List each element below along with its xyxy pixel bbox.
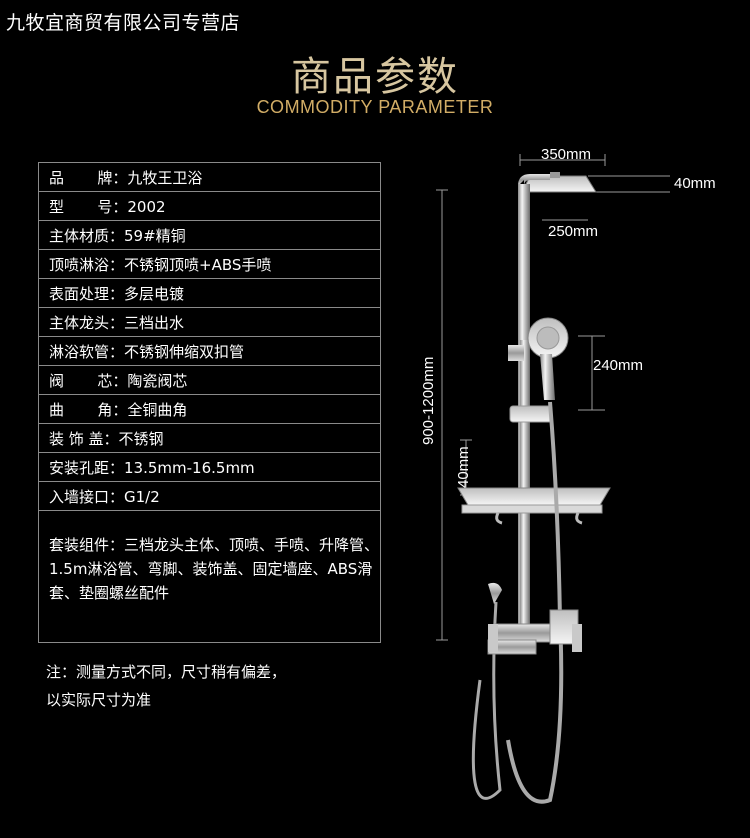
param-cell: 淋浴软管：不锈钢伸缩双扣管: [38, 336, 381, 366]
param-value: 全铜曲角: [127, 400, 188, 419]
param-cell: 型 号：2002: [38, 191, 381, 221]
param-cell: 曲 角：全铜曲角: [38, 394, 381, 424]
dim-total-height: 900-1200mm: [420, 356, 437, 445]
param-cell: 主体龙头：三档出水: [38, 307, 381, 337]
param-label: 装 饰 盖：: [49, 429, 119, 448]
hand-shower: [527, 317, 569, 400]
param-label: 品 牌：: [49, 168, 128, 187]
dim-head-thickness: 40mm: [674, 175, 716, 192]
dim-shelf-height: 40mm: [455, 446, 472, 488]
param-value: 59#精铜: [124, 226, 186, 245]
dim-handheld-height: 240mm: [593, 357, 644, 374]
param-cell: 顶喷淋浴：不锈钢顶喷+ABS手喷: [38, 249, 381, 279]
store-name: 九牧宜商贸有限公司专营店: [6, 12, 241, 34]
param-value: 13.5mm-16.5mm: [124, 458, 255, 477]
param-cell: 品 牌：九牧王卫浴: [38, 162, 381, 192]
param-label: 入墙接口：: [49, 487, 125, 506]
param-value: 不锈钢: [118, 429, 164, 448]
mixer-valve: [487, 609, 582, 655]
param-value: 陶瓷阀芯: [127, 371, 188, 390]
param-row: 淋浴软管：不锈钢伸缩双扣管: [38, 336, 381, 366]
kit-row: 套装组件：三档龙头主体、顶喷、手喷、升降管、1.5m淋浴管、弯脚、装饰盖、固定墙…: [38, 510, 381, 643]
param-label: 主体龙头：: [49, 313, 125, 332]
shelf: [457, 487, 611, 525]
param-row: 型 号：2002: [38, 191, 381, 221]
param-label: 安装孔距：: [49, 458, 125, 477]
bidet-spray: [471, 582, 502, 800]
note-line-2: 以实际尺寸为准: [46, 691, 152, 709]
dim-head-width: 250mm: [548, 223, 599, 240]
param-cell: 主体材质：59#精铜: [38, 220, 381, 250]
param-cell: 阀 芯：陶瓷阀芯: [38, 365, 381, 395]
note-line-1: 注：测量方式不同，尺寸稍有偏差，: [46, 663, 287, 681]
param-row: 顶喷淋浴：不锈钢顶喷+ABS手喷: [38, 249, 381, 279]
param-label: 淋浴软管：: [49, 342, 125, 361]
param-row: 表面处理：多层电镀: [38, 278, 381, 308]
param-value: 不锈钢伸缩双扣管: [124, 342, 245, 361]
param-label: 表面处理：: [49, 284, 125, 303]
page-title: 商品参数: [291, 54, 459, 100]
param-label: 阀 芯：: [49, 371, 128, 390]
page-subtitle: COMMODITY PARAMETER: [256, 97, 494, 117]
param-value: 多层电镀: [124, 284, 185, 303]
dimension-lines: [436, 154, 670, 641]
param-value: G1/2: [124, 487, 160, 506]
param-cell: 表面处理：多层电镀: [38, 278, 381, 308]
dim-top-width: 350mm: [541, 146, 592, 163]
param-value: 2002: [127, 197, 166, 216]
param-cell: 入墙接口：G1/2: [38, 481, 381, 511]
param-label: 顶喷淋浴：: [49, 255, 125, 274]
hose: [506, 401, 564, 804]
param-cell: 安装孔距：13.5mm-16.5mm: [38, 452, 381, 482]
param-value: 九牧王卫浴: [127, 168, 203, 187]
param-row: 主体龙头：三档出水: [38, 307, 381, 337]
param-row: 品 牌：九牧王卫浴: [38, 162, 381, 192]
param-label: 型 号：: [49, 197, 128, 216]
param-value: 不锈钢顶喷+ABS手喷: [124, 255, 272, 274]
param-row: 主体材质：59#精铜: [38, 220, 381, 250]
shower-set-illustration: [436, 154, 670, 804]
param-row: 装 饰 盖：不锈钢: [38, 423, 381, 453]
param-row: 入墙接口：G1/2: [38, 481, 381, 511]
kit-text: 套装组件：三档龙头主体、顶喷、手喷、升降管、1.5m淋浴管、弯脚、装饰盖、固定墙…: [38, 510, 381, 643]
note: 注：测量方式不同，尺寸稍有偏差， 以实际尺寸为准: [46, 658, 286, 714]
param-cell: 装 饰 盖：不锈钢: [38, 423, 381, 453]
param-value: 三档出水: [124, 313, 185, 332]
param-row: 阀 芯：陶瓷阀芯: [38, 365, 381, 395]
param-label: 曲 角：: [49, 400, 128, 419]
param-row: 安装孔距：13.5mm-16.5mm: [38, 452, 381, 482]
param-label: 主体材质：: [49, 226, 125, 245]
param-row: 曲 角：全铜曲角: [38, 394, 381, 424]
